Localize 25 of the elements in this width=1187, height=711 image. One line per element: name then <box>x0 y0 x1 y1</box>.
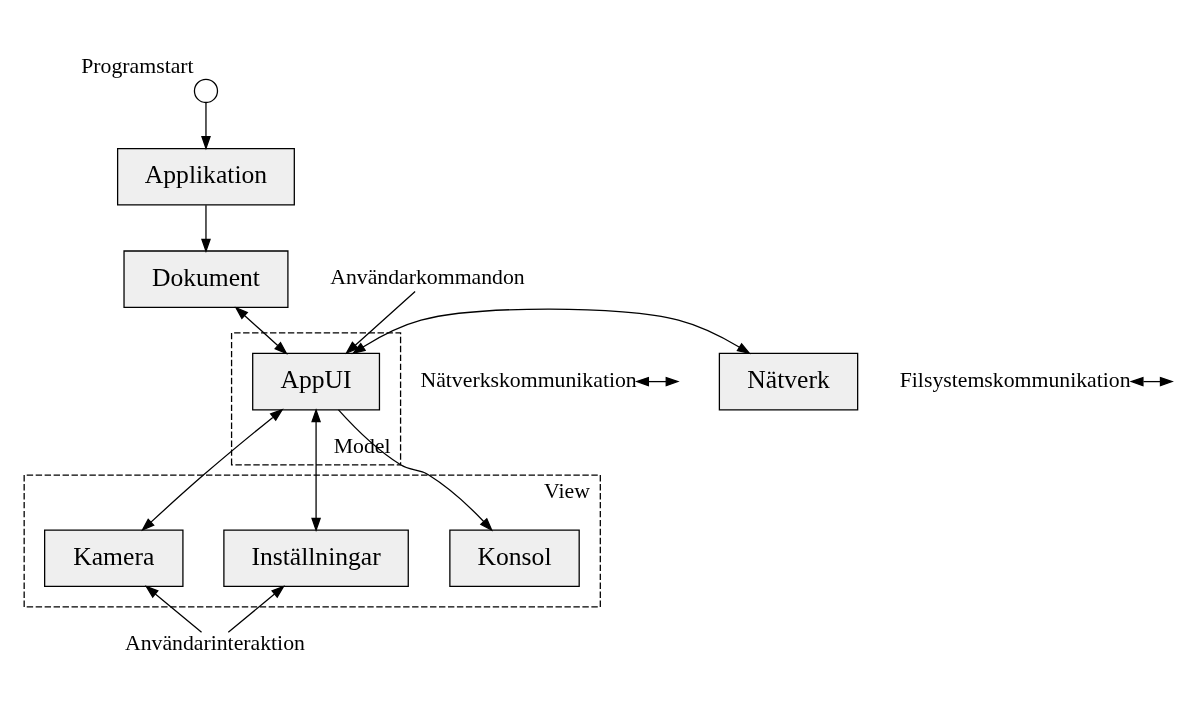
node-text: Nätverkskommunikation <box>420 367 637 392</box>
arrow <box>141 408 284 531</box>
arrow <box>1129 376 1174 387</box>
arrow <box>201 101 211 150</box>
node-circle <box>193 78 219 103</box>
arrow <box>337 408 493 531</box>
arrow <box>227 584 285 633</box>
arrow <box>311 407 321 532</box>
arrow <box>634 376 680 387</box>
node-text: Användarkommandon <box>330 264 525 289</box>
node-text: Filsystemskommunikation <box>899 367 1131 392</box>
node-box: Kamera <box>44 529 184 587</box>
node-box: Inställningar <box>223 529 409 587</box>
node-label: Programstart <box>81 53 194 78</box>
node-box: Dokument <box>123 249 289 308</box>
node-box: Applikation <box>117 147 295 206</box>
arrow <box>144 584 203 633</box>
node-text: Användarinteraktion <box>124 630 305 655</box>
arrow <box>234 305 288 355</box>
arrow <box>351 308 751 354</box>
node-box: AppUI <box>252 352 381 410</box>
arrow <box>345 290 416 354</box>
node-box: Nätverk <box>718 352 859 410</box>
arrow <box>201 204 211 253</box>
node-box: Konsol <box>449 529 580 587</box>
